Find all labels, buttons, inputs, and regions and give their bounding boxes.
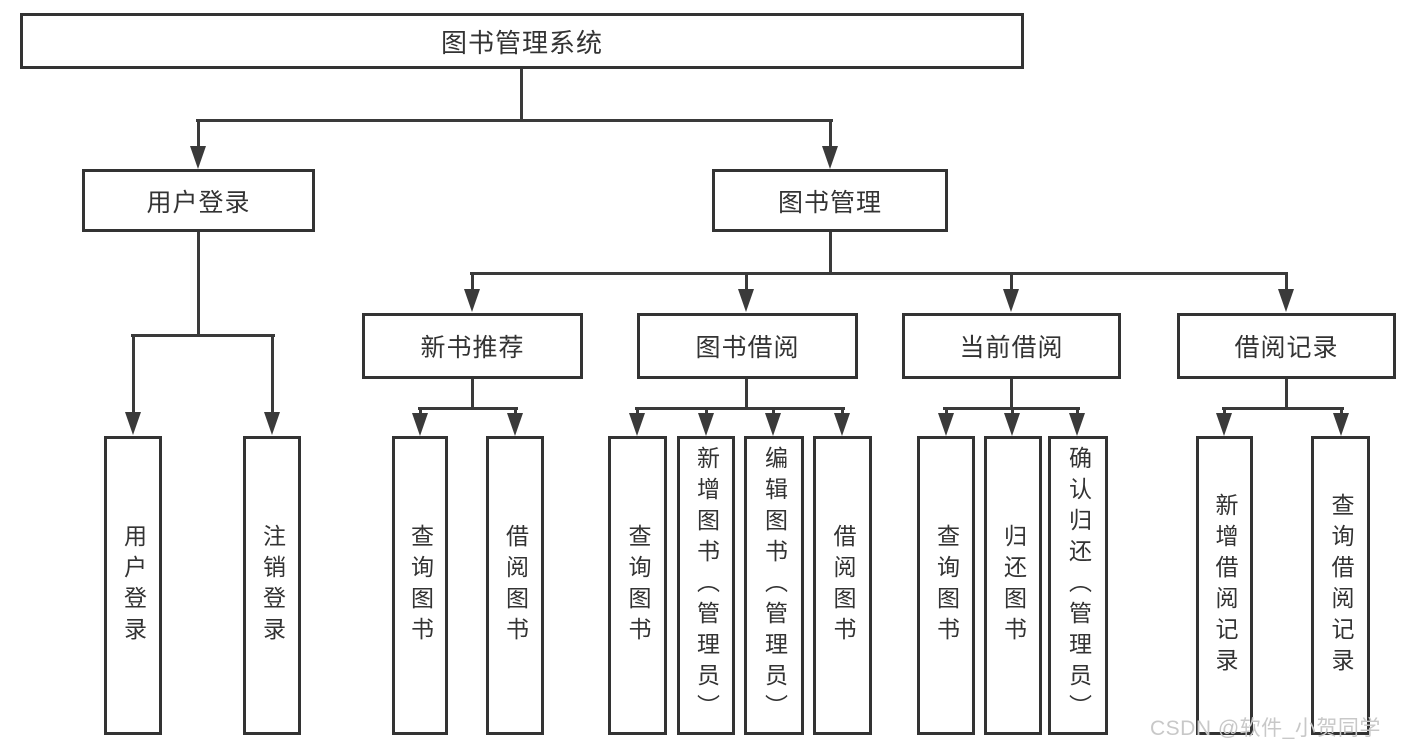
leaf-current-query-books: 查询图书 [917, 436, 975, 735]
arrow-down-icon [1278, 289, 1294, 312]
arrow-down-icon [834, 413, 850, 436]
connector-line [635, 407, 845, 410]
node-label: 归还图书 [1000, 523, 1027, 648]
connector-line [1011, 407, 1014, 415]
arrow-down-icon [464, 289, 480, 312]
connector-line [197, 119, 200, 149]
connector-line [196, 119, 833, 122]
leaf-current-confirm-return-admin: 确认归还（管理员） [1048, 436, 1108, 735]
connector-line [841, 407, 844, 415]
connector-line [520, 68, 523, 122]
connector-line [829, 231, 832, 274]
leaf-newbook-query-books: 查询图书 [392, 436, 448, 735]
connector-line [471, 272, 474, 291]
arrow-down-icon [412, 413, 428, 436]
leaf-user-login: 用户登录 [104, 436, 162, 735]
node-current-borrow: 当前借阅 [902, 313, 1121, 379]
connector-line [132, 334, 135, 414]
watermark: CSDN @软件_小贺同学 [1150, 717, 1381, 740]
node-label: 编辑图书（管理员） [761, 446, 788, 725]
node-label: 图书借阅 [695, 334, 800, 362]
connector-line [471, 378, 474, 409]
node-label: 查询图书 [407, 523, 434, 648]
leaf-logout: 注销登录 [243, 436, 301, 735]
leaf-borrow-edit-books-admin: 编辑图书（管理员） [744, 436, 804, 735]
node-label: 查询图书 [625, 523, 651, 648]
node-label: 用户登录 [146, 188, 251, 217]
node-label: 用户登录 [120, 523, 147, 648]
connector-line [636, 407, 639, 415]
node-book-borrow: 图书借阅 [637, 313, 858, 379]
connector-line [1010, 378, 1013, 409]
node-label: 注销登录 [259, 523, 286, 648]
leaf-current-return-books: 归还图书 [984, 436, 1042, 735]
arrow-down-icon [698, 413, 714, 436]
connector-line [418, 407, 518, 410]
node-label: 借阅图书 [830, 523, 856, 648]
connector-line [1285, 378, 1288, 409]
connector-line [271, 334, 274, 414]
leaf-borrow-borrow-books: 借阅图书 [813, 436, 872, 735]
arrow-down-icon [1216, 413, 1232, 436]
connector-line [514, 407, 517, 415]
node-label: 借阅图书 [502, 523, 529, 648]
connector-line [419, 407, 422, 415]
arrow-down-icon [738, 289, 754, 312]
arrow-down-icon [938, 413, 954, 436]
arrow-down-icon [822, 146, 838, 169]
node-borrow-records: 借阅记录 [1177, 313, 1396, 379]
node-library-system: 图书管理系统 [20, 13, 1024, 69]
node-user-login: 用户登录 [82, 169, 315, 232]
arrow-down-icon [1333, 413, 1349, 436]
connector-line [470, 272, 1288, 275]
connector-line [131, 334, 275, 337]
connector-line [829, 119, 832, 149]
connector-line [772, 407, 775, 415]
connector-line [1076, 407, 1079, 415]
connector-line [1010, 272, 1013, 291]
node-label: 查询图书 [933, 523, 960, 648]
leaf-record-query-borrow-record: 查询借阅记录 [1311, 436, 1370, 735]
arrow-down-icon [125, 412, 141, 435]
arrow-down-icon [1069, 413, 1085, 436]
node-label: 新书推荐 [420, 334, 525, 362]
node-new-book-recommend: 新书推荐 [362, 313, 583, 379]
arrow-down-icon [264, 412, 280, 435]
connector-line [705, 407, 708, 415]
connector-line [1340, 407, 1343, 415]
node-label: 确认归还（管理员） [1065, 446, 1092, 725]
connector-line [197, 231, 200, 336]
connector-line [745, 378, 748, 409]
leaf-borrow-query-books: 查询图书 [608, 436, 667, 735]
node-label: 查询借阅记录 [1328, 492, 1354, 679]
node-label: 新增图书（管理员） [693, 446, 720, 725]
node-label: 图书管理系统 [440, 27, 603, 58]
connector-line [945, 407, 948, 415]
node-book-management: 图书管理 [712, 169, 948, 232]
leaf-borrow-add-books-admin: 新增图书（管理员） [677, 436, 735, 735]
node-label: 图书管理 [777, 188, 882, 217]
arrow-down-icon [765, 413, 781, 436]
node-label: 借阅记录 [1234, 334, 1339, 362]
connector-line [1222, 407, 1344, 410]
arrow-down-icon [507, 413, 523, 436]
node-label: 当前借阅 [959, 334, 1064, 362]
connector-line [1223, 407, 1226, 415]
arrow-down-icon [1004, 413, 1020, 436]
node-label: 新增借阅记录 [1212, 492, 1238, 679]
connector-line [745, 272, 748, 291]
leaf-record-add-borrow-record: 新增借阅记录 [1196, 436, 1253, 735]
arrow-down-icon [1003, 289, 1019, 312]
connector-line [1285, 272, 1288, 291]
arrow-down-icon [629, 413, 645, 436]
arrow-down-icon [190, 146, 206, 169]
leaf-newbook-borrow-books: 借阅图书 [486, 436, 544, 735]
